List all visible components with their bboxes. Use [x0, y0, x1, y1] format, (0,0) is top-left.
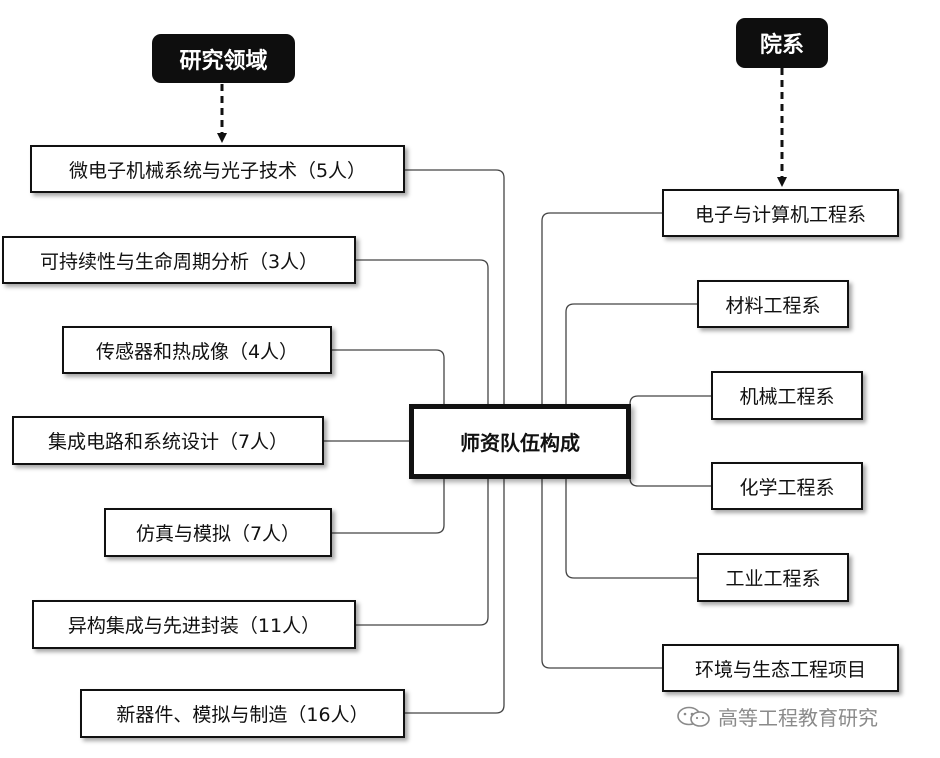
research-area-new-devices: 新器件、模拟与制造（16人）: [80, 689, 405, 738]
connector-right-3: [629, 395, 712, 487]
watermark: 高等工程教育研究: [676, 702, 878, 731]
wechat-icon: [677, 706, 710, 727]
research-area-sensors-thermal: 传感器和热成像（4人）: [62, 326, 332, 374]
center-node: 师资队伍构成: [409, 404, 631, 479]
department-materials: 材料工程系: [697, 280, 849, 328]
department-environmental: 环境与生态工程项目: [662, 644, 899, 692]
department-industrial: 工业工程系: [697, 553, 849, 602]
department-mechanical: 机械工程系: [711, 371, 863, 420]
tag-research-areas: 研究领域: [152, 34, 295, 83]
research-area-mems-photonics: 微电子机械系统与光子技术（5人）: [30, 145, 405, 193]
research-area-simulation: 仿真与模拟（7人）: [104, 508, 332, 557]
watermark-text: 高等工程教育研究: [718, 706, 878, 730]
department-ece: 电子与计算机工程系: [662, 189, 899, 237]
tag-departments: 院系: [736, 18, 828, 68]
research-area-heterogeneous-integration: 异构集成与先进封装（11人）: [32, 600, 356, 649]
department-chemical: 化学工程系: [711, 462, 863, 510]
research-area-sustainability: 可持续性与生命周期分析（3人）: [2, 236, 356, 284]
research-area-ic-design: 集成电路和系统设计（7人）: [12, 416, 324, 465]
